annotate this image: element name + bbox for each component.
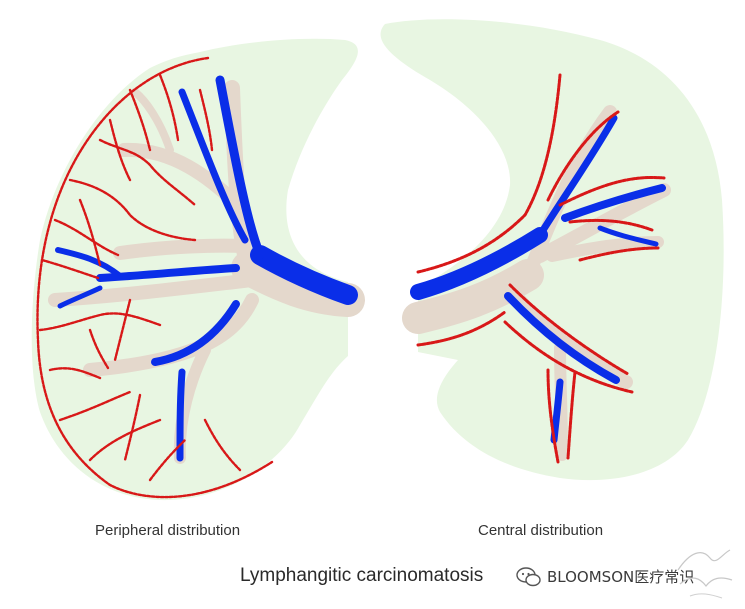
watermark: BLOOMSON医疗常识 xyxy=(516,566,694,587)
left-lung-panel xyxy=(31,38,365,501)
watermark-text: BLOOMSON医疗常识 xyxy=(547,568,695,586)
artist-signature xyxy=(677,549,733,599)
wechat-icon xyxy=(516,566,541,586)
right-vessels xyxy=(410,114,666,444)
left-vessels xyxy=(55,75,358,462)
lung-illustration xyxy=(31,19,724,501)
right-lung-panel xyxy=(380,19,724,481)
figure-title: Lymphangitic carcinomatosis xyxy=(240,565,484,586)
right-panel-caption: Central distribution xyxy=(478,522,604,539)
central-lymphatic-cuffing xyxy=(416,73,666,464)
left-panel-caption: Peripheral distribution xyxy=(95,522,241,539)
peripheral-lymphatic-network xyxy=(36,56,274,499)
